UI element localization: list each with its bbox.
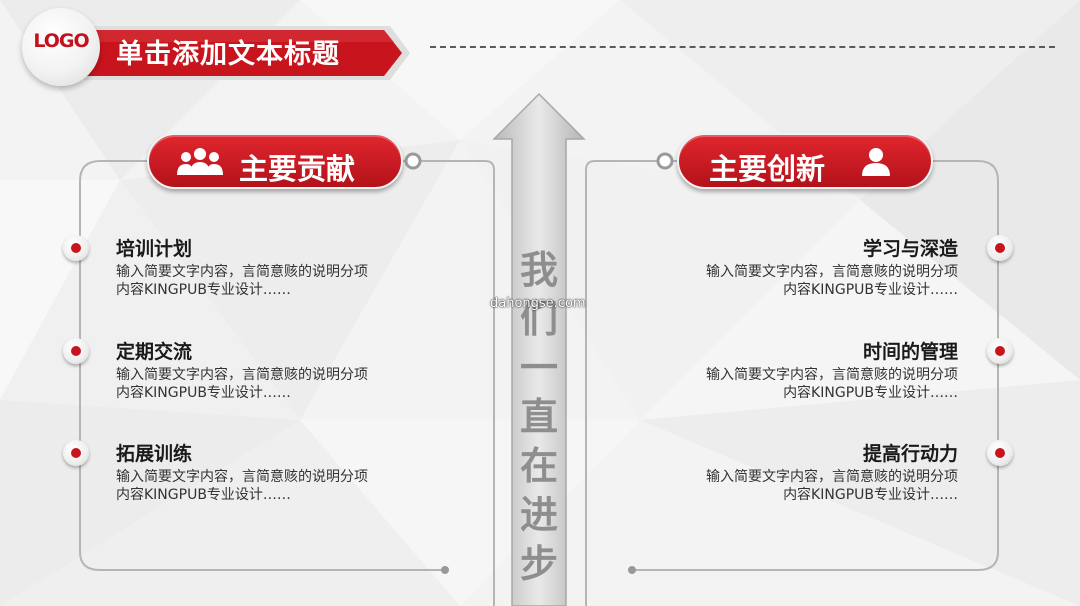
page-title[interactable]: 单击添加文本标题 — [116, 39, 340, 70]
arrow-char: 我 — [519, 248, 558, 292]
item-desc: 输入简要文字内容，言简意赅的说明分项 — [706, 469, 958, 485]
list-item: 定期交流 输入简要文字内容，言简意赅的说明分项 内容KINGPUB专业设计…… — [116, 340, 368, 402]
arrow-char: 进 — [519, 493, 558, 537]
logo: LOGO — [33, 30, 89, 52]
bullet-dot — [63, 235, 89, 261]
bullet-dot — [63, 338, 89, 364]
list-item: 时间的管理 输入简要文字内容，言简意赅的说明分项 内容KINGPUB专业设计…… — [706, 340, 958, 402]
item-desc: 输入简要文字内容，言简意赅的说明分项 — [116, 367, 368, 383]
bullet-dot — [63, 440, 89, 466]
item-title: 学习与深造 — [862, 238, 958, 260]
group-icon — [177, 148, 223, 175]
logo-badge — [22, 8, 100, 86]
item-desc: 输入简要文字内容，言简意赅的说明分项 — [706, 264, 958, 280]
item-desc: 内容KINGPUB专业设计…… — [783, 282, 958, 298]
arrow-char: 在 — [519, 444, 558, 488]
left-heading-pill[interactable]: 主要贡献 — [147, 133, 403, 189]
bullet-dot — [987, 440, 1013, 466]
header-divider — [430, 46, 1055, 48]
item-title: 提高行动力 — [862, 443, 958, 465]
right-heading-pill[interactable]: 主要创新 — [677, 133, 933, 189]
arrow-char: 步 — [519, 542, 558, 586]
item-desc: 内容KINGPUB专业设计…… — [783, 487, 958, 503]
person-icon — [862, 148, 890, 176]
list-item: 拓展训练 输入简要文字内容，言简意赅的说明分项 内容KINGPUB专业设计…… — [116, 442, 368, 504]
watermark: dahongse.com — [490, 296, 586, 311]
item-title: 培训计划 — [116, 238, 193, 260]
arrow-caption: 我 们 一 直 在 进 步 — [515, 246, 563, 589]
item-desc: 内容KINGPUB专业设计…… — [116, 282, 291, 298]
item-desc: 输入简要文字内容，言简意赅的说明分项 — [116, 264, 368, 280]
item-desc: 内容KINGPUB专业设计…… — [783, 385, 958, 401]
right-heading: 主要创新 — [709, 152, 826, 186]
item-desc: 输入简要文字内容，言简意赅的说明分项 — [706, 367, 958, 383]
list-item: 学习与深造 输入简要文字内容，言简意赅的说明分项 内容KINGPUB专业设计…… — [706, 237, 958, 299]
arrow-char: 们 — [519, 297, 558, 341]
item-title: 时间的管理 — [862, 341, 958, 363]
bullet-dot — [987, 235, 1013, 261]
bullet-dot — [987, 338, 1013, 364]
left-heading: 主要贡献 — [239, 152, 356, 186]
arrow-char: 一 — [519, 346, 558, 390]
arrow-char: 直 — [519, 395, 558, 439]
item-title: 拓展训练 — [116, 443, 193, 465]
list-item: 提高行动力 输入简要文字内容，言简意赅的说明分项 内容KINGPUB专业设计…… — [706, 442, 958, 504]
item-desc: 内容KINGPUB专业设计…… — [116, 385, 291, 401]
item-desc: 输入简要文字内容，言简意赅的说明分项 — [116, 469, 368, 485]
list-item: 培训计划 输入简要文字内容，言简意赅的说明分项 内容KINGPUB专业设计…… — [116, 237, 368, 299]
title-banner — [84, 26, 410, 80]
item-desc: 内容KINGPUB专业设计…… — [116, 487, 291, 503]
item-title: 定期交流 — [116, 341, 193, 363]
